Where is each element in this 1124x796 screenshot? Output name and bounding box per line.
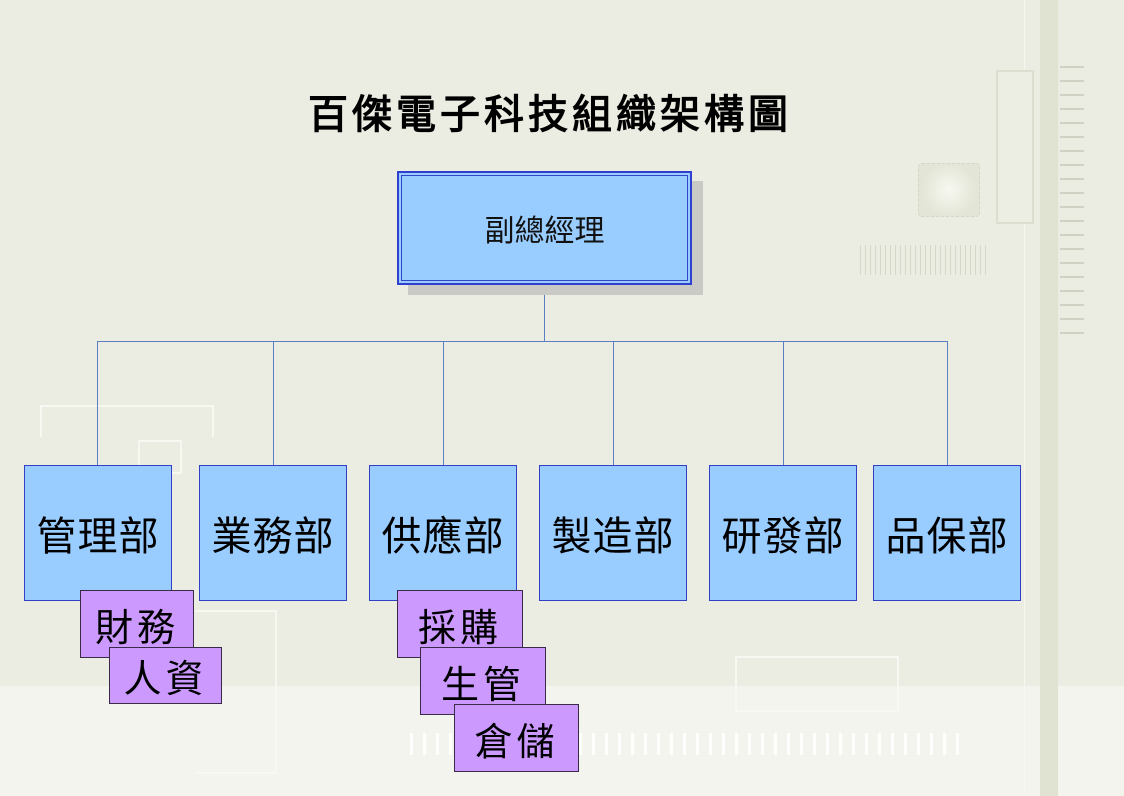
dept-node-label: 業務部 (211, 514, 335, 560)
root-node-label: 副總經理 (484, 214, 605, 249)
dept-node-management[interactable]: 管理部 (24, 465, 172, 601)
background-vertical-line (1024, 0, 1025, 796)
dept-connector-line (273, 341, 274, 465)
dept-connector-line (783, 341, 784, 465)
circuit-trace (195, 610, 277, 774)
subunit-node-label: 倉儲 (474, 719, 559, 764)
dept-node-manufacturing[interactable]: 製造部 (539, 465, 687, 601)
subunit-node-label: 生管 (440, 662, 525, 707)
subunit-node-warehouse[interactable]: 倉儲 (454, 704, 579, 772)
dept-node-label: 製造部 (551, 514, 675, 560)
dept-node-label: 管理部 (36, 514, 160, 560)
dept-node-label: 研發部 (721, 514, 845, 560)
circuit-chip-graphic (918, 163, 980, 217)
dept-connector-line (443, 341, 444, 465)
dept-connector-line (97, 341, 98, 465)
horizontal-connector-line (97, 341, 948, 342)
dept-node-rnd[interactable]: 研發部 (709, 465, 857, 601)
dept-node-label: 供應部 (381, 514, 505, 560)
root-connector-line (544, 283, 545, 341)
dept-connector-line (613, 341, 614, 465)
dept-node-sales[interactable]: 業務部 (199, 465, 347, 601)
circuit-trace (40, 405, 214, 437)
chart-title: 百傑電子科技組織架構圖 (308, 91, 792, 138)
dept-connector-line (947, 341, 948, 465)
dept-node-quality[interactable]: 品保部 (873, 465, 1021, 601)
subunit-node-label: 人資 (123, 657, 208, 701)
circuit-pins-graphic (860, 245, 986, 275)
subunit-node-label: 財務 (94, 605, 179, 650)
subunit-node-finance[interactable]: 財務 (80, 590, 194, 658)
subunit-node-label: 採購 (417, 605, 502, 650)
background-right-band (1040, 0, 1058, 796)
dept-node-label: 品保部 (885, 514, 1009, 560)
dept-node-supply[interactable]: 供應部 (369, 465, 517, 601)
circuit-trace (735, 656, 899, 712)
circuit-ticks-graphic (1060, 66, 1084, 336)
root-node[interactable]: 副總經理 (397, 171, 692, 285)
subunit-node-hr[interactable]: 人資 (109, 647, 222, 704)
subunit-node-production-control[interactable]: 生管 (420, 647, 546, 715)
circuit-connector-graphic (996, 70, 1034, 224)
subunit-node-purchasing[interactable]: 採購 (397, 590, 523, 658)
